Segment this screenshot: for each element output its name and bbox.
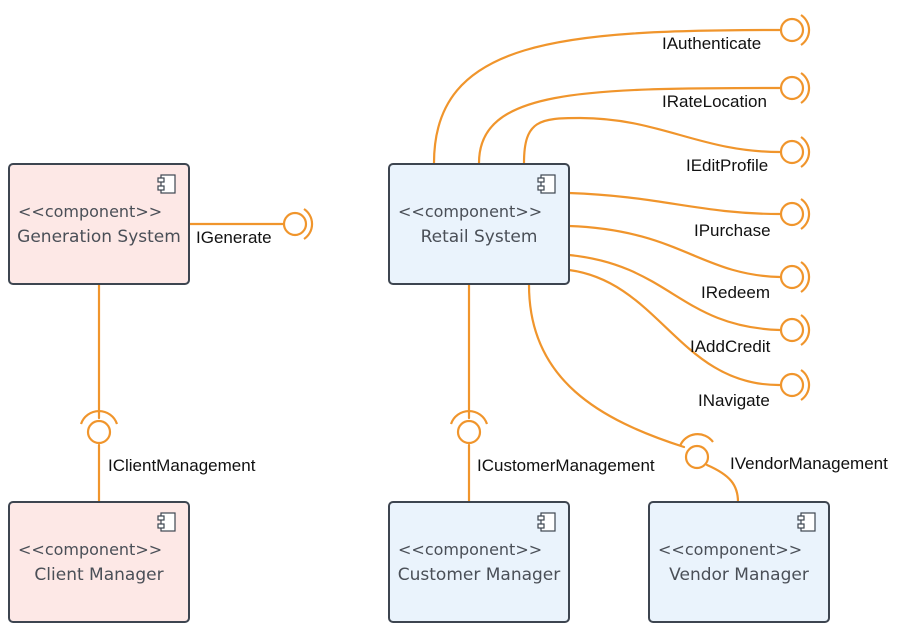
icustomermanagement-socket [449, 409, 489, 425]
component-icon [157, 174, 176, 194]
component-vendor-manager[interactable]: <<component>> Vendor Manager [648, 501, 830, 623]
iratelocation-socket [800, 72, 811, 104]
component-icon [797, 512, 816, 532]
icustomermanagement-ball [456, 419, 482, 445]
component-icon [537, 512, 556, 532]
wire-ipurchase [567, 191, 782, 216]
component-stereotype: <<component>> [398, 540, 542, 559]
component-stereotype: <<component>> [18, 540, 162, 559]
ipurchase-socket [800, 198, 811, 230]
ivendormanagement-ball [684, 444, 710, 470]
component-stereotype: <<component>> [18, 202, 162, 221]
inavigate-socket [800, 369, 811, 401]
wire-ivendormanagement-lower [705, 463, 740, 504]
iclientmanagement-socket [79, 409, 119, 425]
component-icon [537, 174, 556, 194]
component-retail-system[interactable]: <<component>> Retail System [388, 163, 570, 285]
igenerate-ball [282, 211, 308, 237]
wire-inavigate [567, 268, 782, 387]
label-iratelocation: IRateLocation [662, 92, 767, 111]
ieditprofile-ball [779, 139, 805, 165]
component-stereotype: <<component>> [398, 202, 542, 221]
interface-labels: IGenerate IClientManagement IAuthenticat… [108, 34, 888, 475]
wire-iredeem [567, 224, 782, 279]
wire-iratelocation [477, 86, 782, 165]
inavigate-ball [779, 372, 805, 398]
component-icon [157, 512, 176, 532]
component-generation-system[interactable]: <<component>> Generation System [8, 163, 190, 285]
ivendormanagement-socket [678, 433, 714, 447]
component-name: Client Manager [34, 565, 163, 585]
component-name: Vendor Manager [669, 565, 809, 585]
iauthenticate-socket [800, 14, 811, 46]
wire-iaddcredit [567, 253, 782, 332]
label-iclientmanagement: IClientManagement [108, 456, 256, 475]
component-name: Generation System [17, 227, 181, 247]
iratelocation-ball [779, 75, 805, 101]
igenerate-socket [303, 208, 314, 240]
label-ieditprofile: IEditProfile [686, 156, 768, 175]
label-iaddcredit: IAddCredit [690, 337, 771, 356]
label-icustomermanagement: ICustomerManagement [477, 456, 655, 475]
iaddcredit-socket [800, 314, 811, 346]
iclientmanagement-ball [86, 419, 112, 445]
label-iredeem: IRedeem [701, 283, 770, 302]
label-ipurchase: IPurchase [694, 221, 771, 240]
label-iauthenticate: IAuthenticate [662, 34, 761, 53]
iredeem-ball [779, 264, 805, 290]
wire-ieditprofile [522, 116, 782, 165]
iauthenticate-ball [779, 17, 805, 43]
connectors [97, 28, 782, 504]
component-customer-manager[interactable]: <<component>> Customer Manager [388, 501, 570, 623]
component-name: Customer Manager [398, 565, 561, 585]
component-name: Retail System [421, 227, 538, 247]
ipurchase-ball [779, 201, 805, 227]
component-client-manager[interactable]: <<component>> Client Manager [8, 501, 190, 623]
label-inavigate: INavigate [698, 391, 770, 410]
wire-ivendormanagement [527, 283, 686, 449]
component-stereotype: <<component>> [658, 540, 802, 559]
label-igenerate: IGenerate [196, 228, 272, 247]
interface-symbols [79, 14, 811, 470]
ieditprofile-socket [800, 136, 811, 168]
label-ivendormanagement: IVendorManagement [730, 454, 888, 473]
iaddcredit-ball [779, 317, 805, 343]
iredeem-socket [800, 261, 811, 293]
wire-iauthenticate [432, 28, 782, 165]
